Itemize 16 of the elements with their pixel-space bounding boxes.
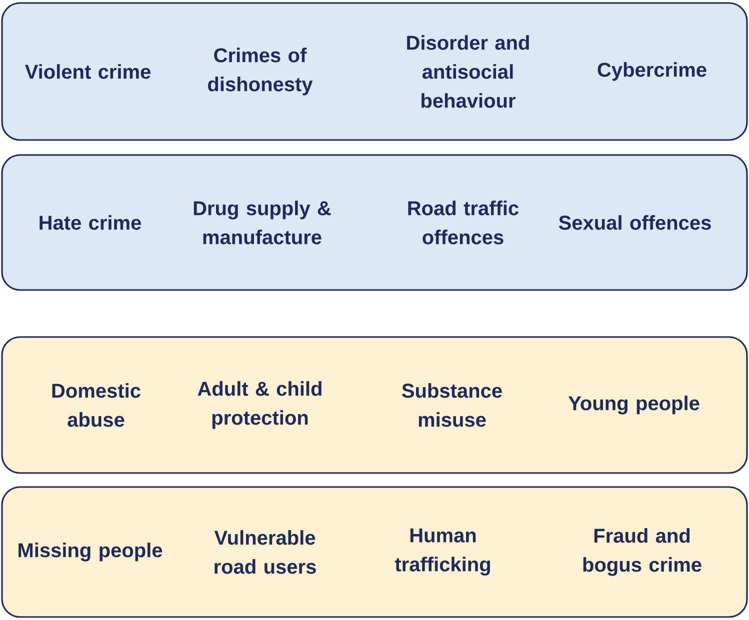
category-label: Drug supply & manufacture [194, 200, 331, 244]
category-label: Sexual offences [558, 215, 711, 230]
category-label: Young people [568, 396, 700, 414]
category-label: Cybercrime [598, 62, 706, 81]
category-label: Substance misuse [402, 383, 502, 427]
category-label: Adult & child protection [198, 381, 322, 429]
category-label: Crimes of dishonesty [208, 48, 313, 96]
category-label: Missing people [18, 542, 162, 562]
category-label: Road traffic offences [408, 200, 519, 244]
category-label: Fraud and bogus crime [583, 528, 702, 576]
category-label: Vulnerable road users [214, 530, 316, 574]
category-label: Human trafficking [394, 528, 490, 576]
category-label: Hate crime [40, 215, 141, 230]
category-label: Violent crime [24, 64, 150, 79]
category-label: Domestic abuse [52, 383, 140, 427]
category-label: Disorder and antisocial behaviour [407, 35, 529, 108]
